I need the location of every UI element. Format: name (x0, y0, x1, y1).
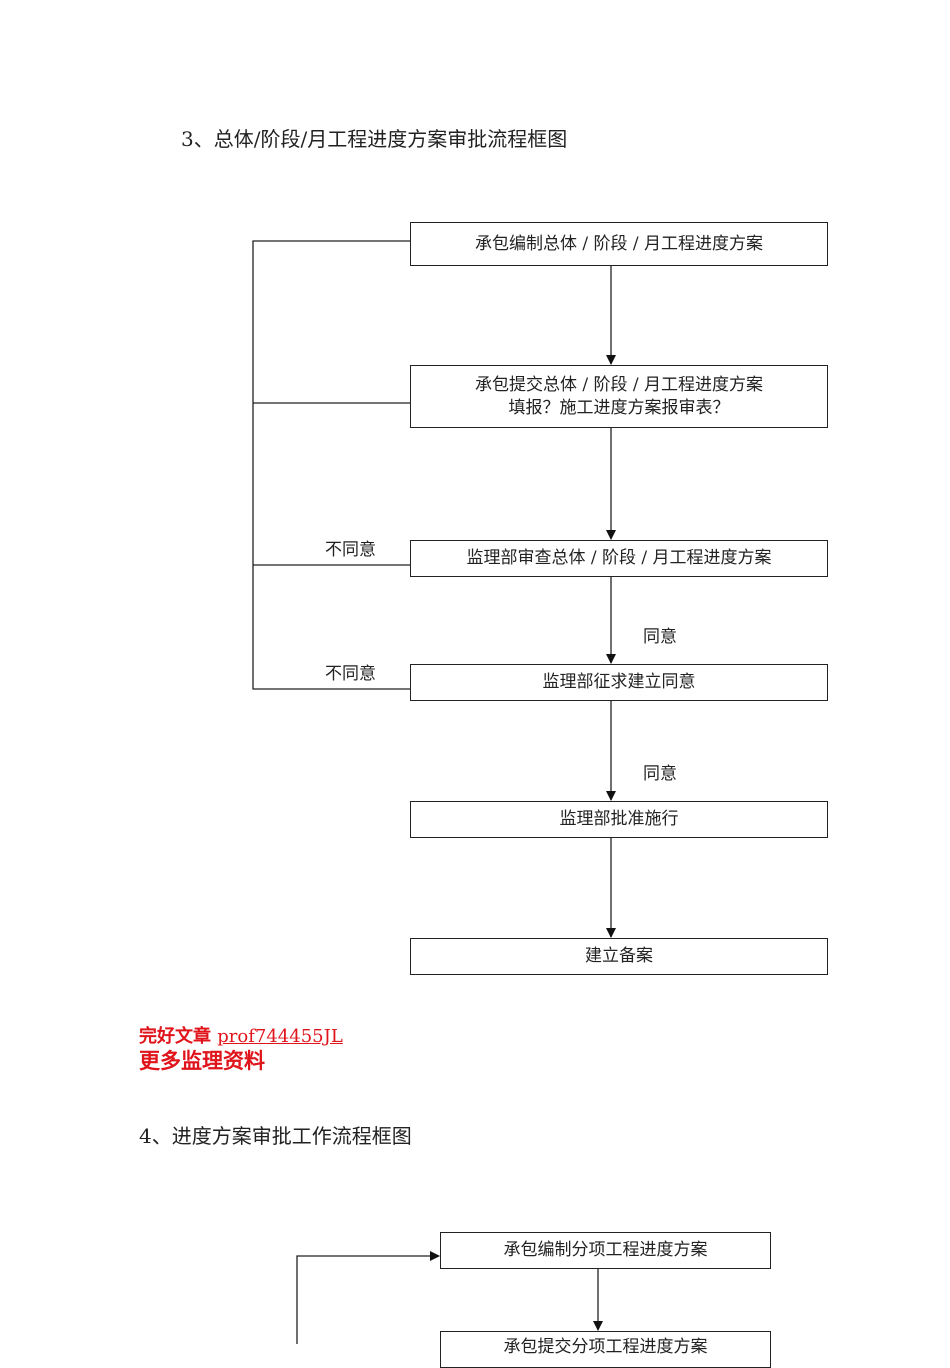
flow-box-record: 建立备案 (410, 938, 828, 975)
promo-line-2[interactable]: 更多监理资料 (139, 1048, 265, 1073)
box-text: 填报？施工进度方案报审表？ (508, 397, 730, 418)
label-agree: 同意 (643, 764, 677, 784)
box-text: 监理部批准施行 (559, 809, 679, 829)
flow-box-review-plan: 监理部审查总体 / 阶段 / 月工程进度方案 (410, 540, 828, 577)
label-disagree: 不同意 (325, 664, 376, 684)
box-text: 监理部征求建立同意 (542, 672, 696, 692)
box-text: 承包提交总体 / 阶段 / 月工程进度方案 (474, 374, 764, 395)
box-text: 监理部审查总体 / 阶段 / 月工程进度方案 (466, 548, 772, 568)
box-text: 建立备案 (585, 946, 653, 966)
flow-box-submit-plan: 承包提交总体 / 阶段 / 月工程进度方案填报？施工进度方案报审表？ (410, 365, 828, 428)
s4-feedback-loop (296, 1251, 440, 1344)
s4-box-submit: 承包提交分项工程进度方案 (440, 1331, 771, 1368)
flow-box-approve: 监理部批准施行 (410, 801, 828, 838)
s4-box-compile: 承包编制分项工程进度方案 (440, 1232, 771, 1269)
box-text: 承包编制总体 / 阶段 / 月工程进度方案 (474, 233, 764, 254)
box-text: 承包提交分项工程进度方案 (503, 1337, 708, 1357)
flow-box-seek-approval: 监理部征求建立同意 (410, 664, 828, 701)
box-text: 承包编制分项工程进度方案 (503, 1240, 708, 1260)
section-4-title: 4、进度方案审批工作流程框图 (139, 1124, 412, 1148)
flow-box-compile-plan: 承包编制总体 / 阶段 / 月工程进度方案 (410, 222, 828, 266)
section-3-title: 3、总体/阶段/月工程进度方案审批流程框图 (181, 127, 568, 151)
feedback-loop (252, 240, 410, 690)
promo-line-1: 完好文章 prof744455JL (139, 1022, 343, 1048)
promo-link[interactable]: prof744455JL (217, 1026, 343, 1047)
label-disagree: 不同意 (325, 540, 376, 560)
promo-prefix: 完好文章 (139, 1026, 218, 1047)
label-agree: 同意 (643, 627, 677, 647)
